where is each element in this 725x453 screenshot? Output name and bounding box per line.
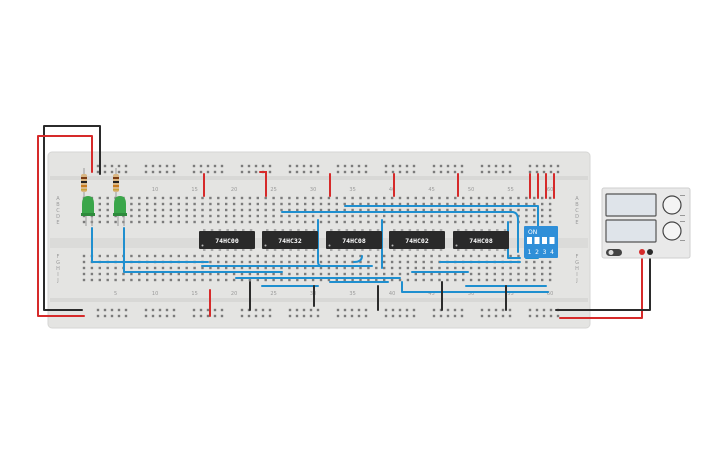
row-letter: B — [575, 202, 579, 208]
dip-switch-on-label: ON — [528, 229, 537, 236]
chip-label: 74HC00 — [215, 237, 239, 245]
column-number: 5 — [114, 291, 117, 297]
black-jumpers[interactable] — [249, 281, 507, 311]
column-number: 20 — [231, 291, 237, 297]
column-number: 35 — [349, 187, 355, 193]
chip-label: 74HC02 — [405, 237, 429, 245]
power-wires[interactable] — [37, 125, 651, 319]
chip-label: 74HC08 — [342, 237, 366, 245]
column-number: 45 — [428, 291, 434, 297]
row-letter: H — [575, 266, 579, 272]
row-letter: I — [57, 272, 58, 278]
ic-chip[interactable]: 74HC32 — [262, 229, 318, 251]
row-letter: F — [576, 254, 579, 260]
column-number: 40 — [389, 187, 395, 193]
row-letter: E — [56, 220, 59, 226]
column-number: 25 — [270, 187, 276, 193]
ic-chips[interactable]: 74HC00 74HC32 74HC08 74HC02 74HC08 — [199, 229, 509, 251]
dip-position-number: 2 — [535, 249, 539, 256]
chip-label: 74HC08 — [469, 237, 493, 245]
column-number: 60 — [547, 187, 553, 193]
column-number: 10 — [152, 187, 158, 193]
row-letter: A — [575, 196, 579, 202]
dip-toggle[interactable] — [527, 237, 532, 244]
power-supply[interactable] — [601, 187, 691, 259]
column-number: 45 — [428, 187, 434, 193]
row-letter: G — [575, 260, 579, 266]
ic-chip[interactable]: 74HC02 — [389, 229, 445, 251]
resistor[interactable] — [113, 168, 119, 202]
row-letter: G — [56, 260, 60, 266]
row-letter: C — [56, 208, 60, 214]
row-letter: F — [57, 254, 60, 260]
led-green[interactable] — [81, 196, 95, 226]
dip-position-number: 1 — [528, 249, 532, 256]
dip-toggle[interactable] — [542, 237, 547, 244]
column-number: 20 — [231, 187, 237, 193]
voltage-display — [605, 193, 657, 217]
row-letter: D — [575, 214, 579, 220]
row-letter: D — [56, 214, 60, 220]
ic-chip[interactable]: 74HC00 — [199, 229, 255, 251]
column-number: 25 — [270, 291, 276, 297]
dip-toggle[interactable] — [549, 237, 555, 244]
resistor[interactable] — [81, 168, 87, 202]
column-numbers: 5510101515202025253030353540404545505055… — [114, 187, 553, 297]
column-number: 50 — [468, 187, 474, 193]
column-number: 30 — [310, 187, 316, 193]
negative-terminal[interactable] — [647, 249, 653, 255]
current-display — [605, 219, 657, 243]
positive-terminal[interactable] — [639, 249, 645, 255]
ic-chip[interactable]: 74HC08 — [453, 229, 509, 251]
column-number: 60 — [547, 291, 553, 297]
column-number: 40 — [389, 291, 395, 297]
dip-position-number: 4 — [550, 249, 554, 256]
column-number: 15 — [191, 187, 197, 193]
voltage-knob[interactable] — [662, 195, 682, 215]
column-number: 10 — [152, 291, 158, 297]
current-knob[interactable] — [662, 221, 682, 241]
dip-position-number: 3 — [543, 249, 547, 256]
row-letter: H — [56, 266, 60, 272]
led-green[interactable] — [113, 196, 127, 226]
row-letter: E — [575, 220, 578, 226]
row-letter: J — [56, 278, 58, 284]
power-switch[interactable] — [606, 249, 622, 256]
row-letter: C — [575, 208, 579, 214]
column-number: 15 — [191, 291, 197, 297]
dip-toggle[interactable] — [534, 237, 540, 244]
column-number: 35 — [349, 291, 355, 297]
column-number: 50 — [468, 291, 474, 297]
row-letter: I — [576, 272, 577, 278]
ic-chip[interactable]: 74HC08 — [326, 229, 382, 251]
row-letter: B — [56, 202, 60, 208]
column-number: 55 — [507, 187, 513, 193]
column-number: 55 — [507, 291, 513, 297]
red-jumpers[interactable] — [203, 171, 555, 317]
row-letter: A — [56, 196, 60, 202]
chip-label: 74HC32 — [278, 237, 302, 245]
row-letter: J — [575, 278, 577, 284]
